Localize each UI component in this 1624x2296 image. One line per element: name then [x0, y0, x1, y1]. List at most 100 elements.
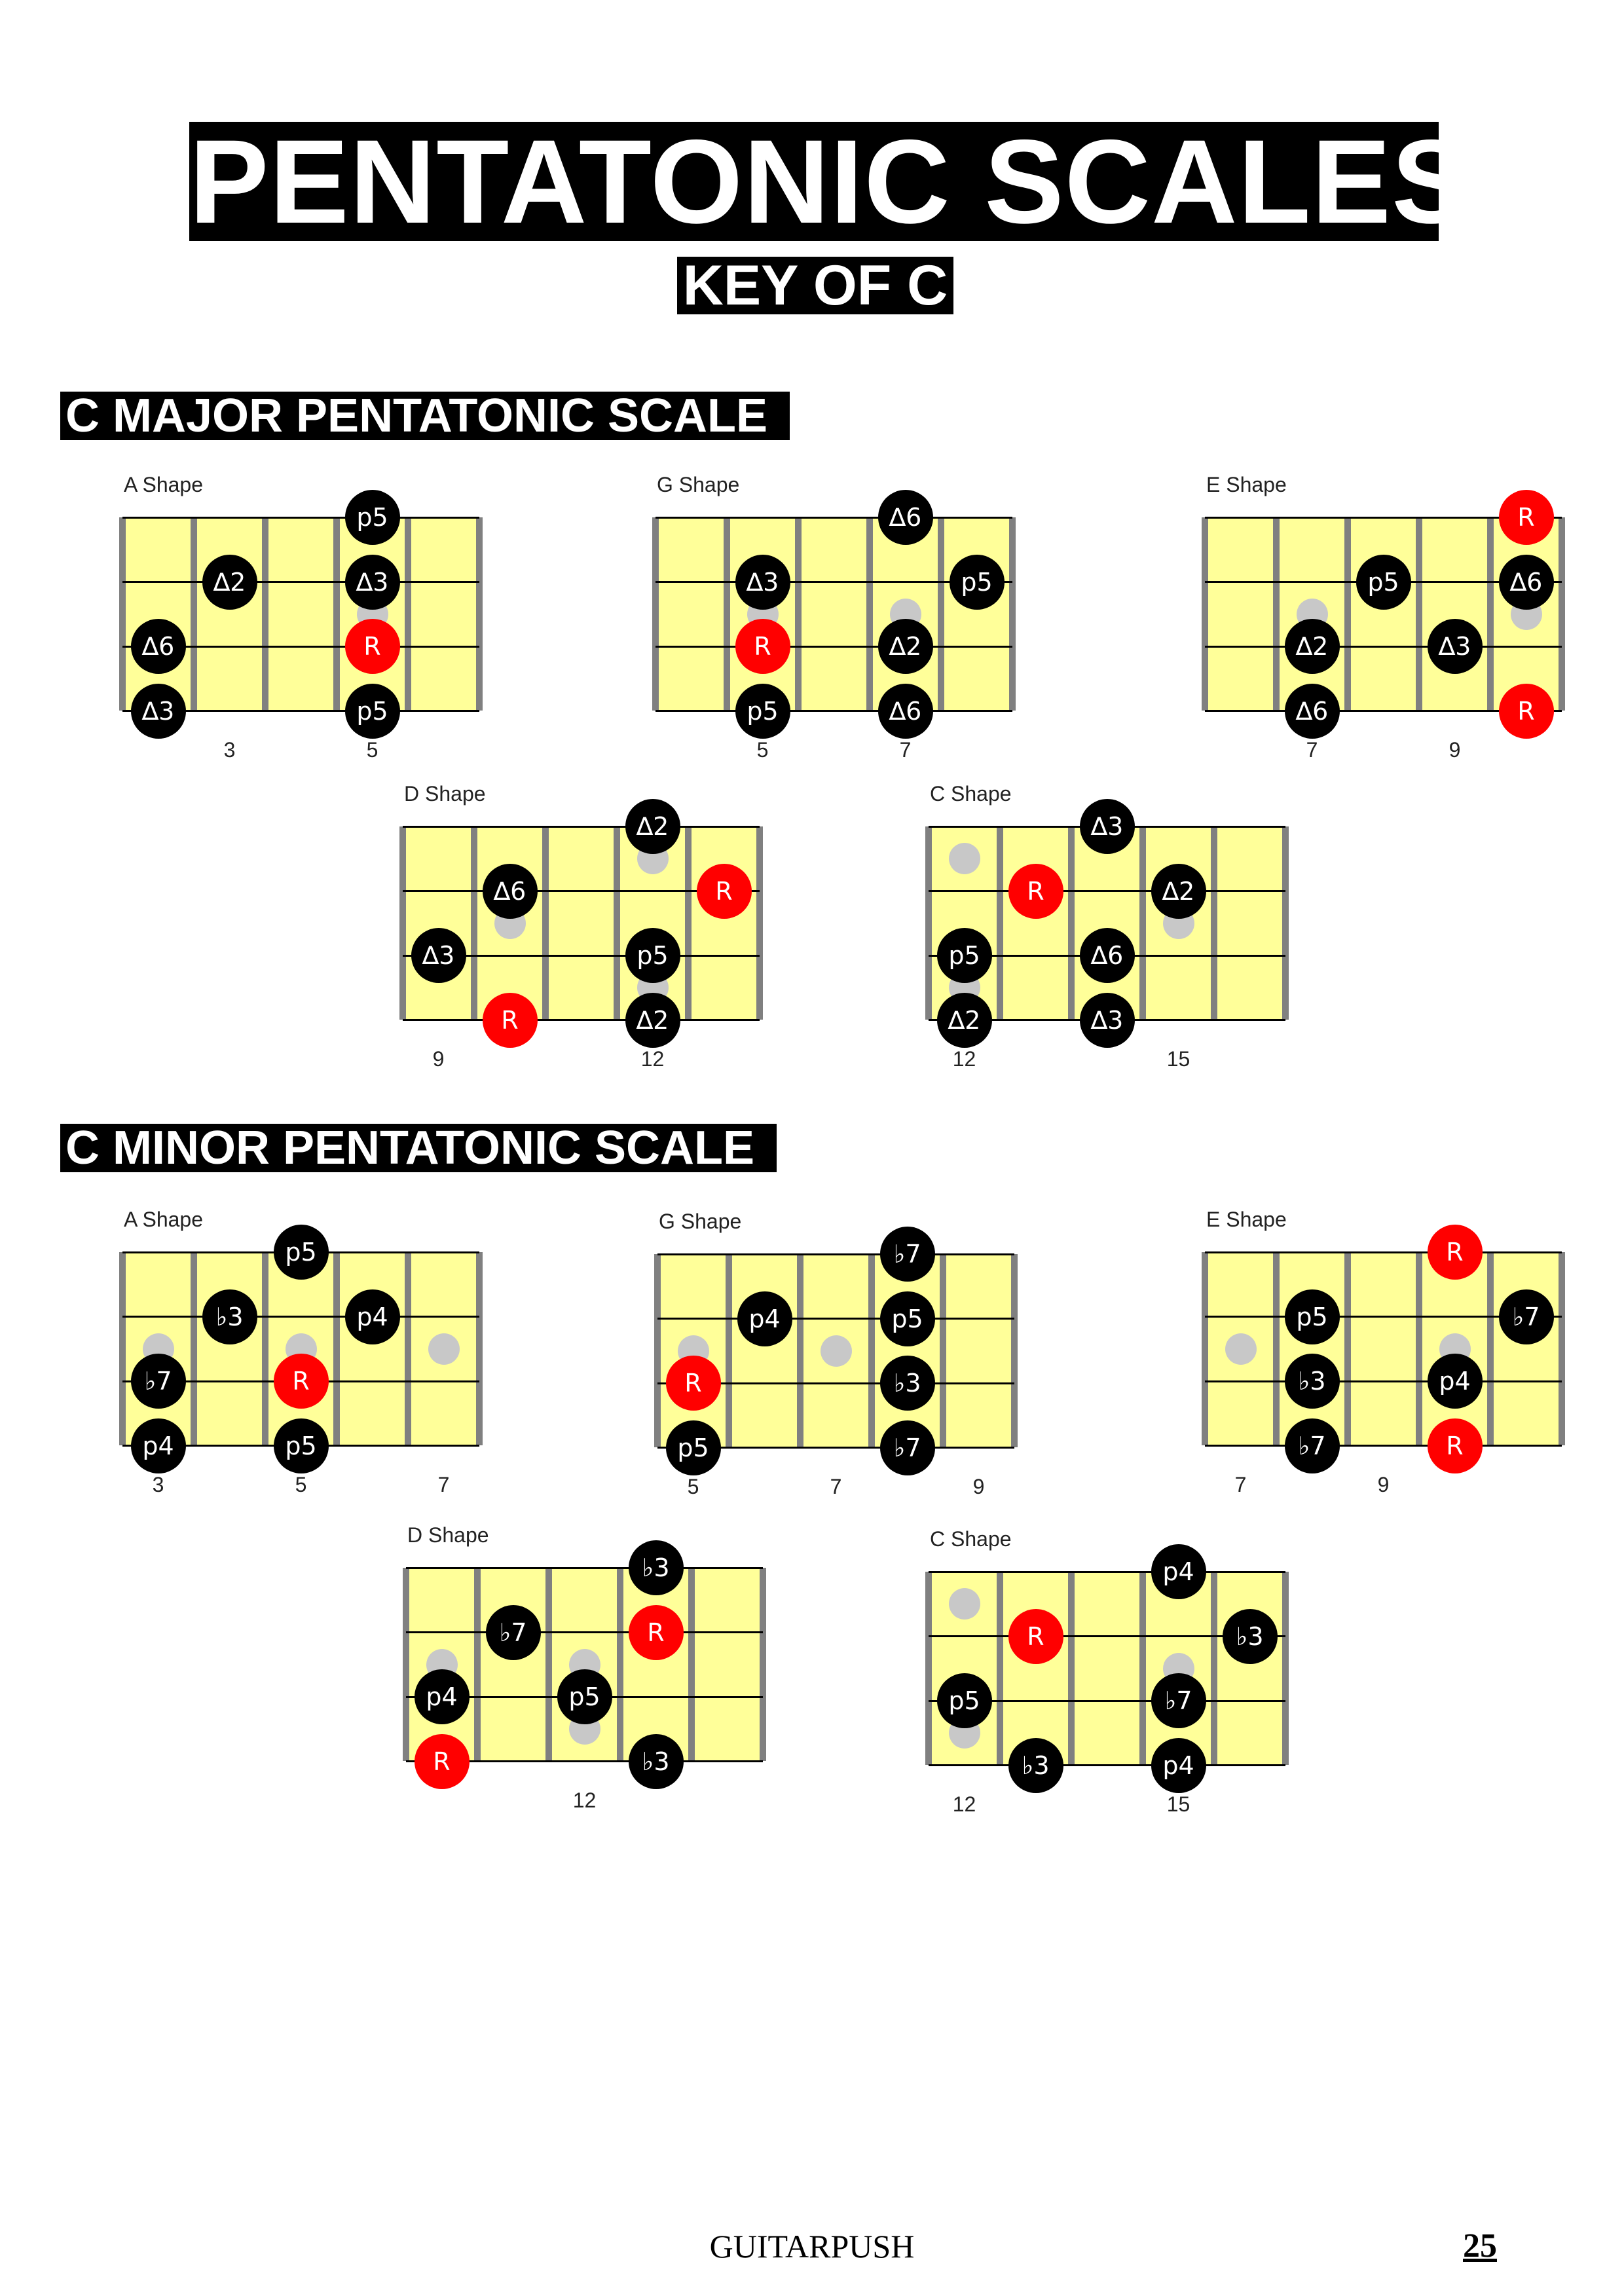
scale-note-dot: ♭7 — [879, 1420, 935, 1475]
fret-wire — [688, 1568, 695, 1761]
fret-wire — [545, 1568, 552, 1761]
fret-wire — [652, 517, 659, 711]
scale-note-dot: ♭7 — [1151, 1673, 1206, 1728]
page-title: PENTATONIC SCALES — [189, 115, 1472, 248]
fret-wire — [685, 826, 692, 1020]
root-note-dot: R — [1427, 1418, 1483, 1473]
string-line — [929, 1635, 1285, 1637]
shape-label: A Shape — [124, 473, 203, 496]
scale-note-dot: p5 — [936, 1673, 992, 1728]
ghost-dot — [948, 843, 980, 875]
fret-wire — [617, 1568, 623, 1761]
scale-note-dot: p5 — [344, 490, 400, 545]
fret-wire — [1282, 1572, 1289, 1765]
string-line — [403, 1019, 760, 1021]
fret-number: 7 — [437, 1473, 450, 1496]
scale-note-dot: ∆3 — [344, 554, 400, 610]
scale-note-dot: ∆2 — [625, 992, 680, 1048]
root-note-dot: R — [628, 1604, 684, 1660]
shape-label: G Shape — [657, 473, 740, 496]
scale-note-dot: ∆6 — [482, 863, 538, 919]
ghost-dot — [1225, 1333, 1257, 1365]
scale-note-dot: ∆3 — [1079, 992, 1135, 1048]
page-number: 25 — [1463, 2227, 1497, 2265]
string-line — [122, 516, 479, 519]
scale-note-dot: ∆6 — [1079, 928, 1135, 983]
fret-wire — [726, 1254, 732, 1447]
fretboard-background — [929, 1572, 1285, 1765]
scale-note-dot: p4 — [737, 1291, 792, 1346]
fret-number: 7 — [830, 1475, 842, 1498]
scale-note-dot: ∆2 — [877, 619, 933, 674]
string-line — [655, 516, 1012, 519]
minor-section-title: C MINOR PENTATONIC SCALE — [60, 1124, 777, 1172]
root-note-dot: R — [414, 1733, 470, 1789]
fret-wire — [1202, 517, 1208, 711]
fret-number: 3 — [152, 1473, 164, 1496]
shape-label: C Shape — [930, 782, 1012, 805]
string-line — [655, 710, 1012, 712]
fret-number: 12 — [952, 1792, 976, 1816]
scale-note-dot: p4 — [1427, 1354, 1483, 1409]
string-line — [929, 890, 1285, 892]
root-note-dot: R — [1427, 1225, 1483, 1280]
fret-number: 7 — [899, 738, 912, 762]
fret-wire — [925, 826, 932, 1020]
fret-wire — [1009, 517, 1016, 711]
fretboard-background — [655, 517, 1012, 711]
string-line — [122, 645, 479, 648]
string-line — [122, 1316, 479, 1318]
scale-note-dot: ∆2 — [1151, 863, 1206, 919]
scale-note-dot: p5 — [344, 683, 400, 739]
scale-note-dot: ∆6 — [877, 490, 933, 545]
fretboard-background — [929, 826, 1285, 1020]
shape-label: D Shape — [407, 1523, 489, 1547]
fret-wire — [866, 517, 873, 711]
string-line — [406, 1566, 763, 1569]
string-line — [403, 825, 760, 828]
string-line — [657, 1447, 1014, 1449]
scale-note-dot: ∆6 — [1284, 683, 1340, 739]
fretboard-background — [122, 517, 479, 711]
scale-note-dot: ♭3 — [1008, 1737, 1063, 1793]
scale-note-dot: ♭7 — [485, 1604, 541, 1660]
fret-number: 15 — [1166, 1047, 1190, 1071]
fret-wire — [1202, 1252, 1208, 1445]
shape-label: E Shape — [1206, 1208, 1287, 1231]
fret-wire — [1416, 517, 1422, 711]
footer-brand: GUITARPUSH — [709, 2228, 915, 2265]
scale-note-dot: ∆2 — [1284, 619, 1340, 674]
fret-number: 12 — [572, 1788, 597, 1812]
major-section-title: C MAJOR PENTATONIC SCALE — [60, 392, 790, 440]
fret-number: 3 — [223, 738, 236, 762]
string-line — [657, 1318, 1014, 1320]
string-line — [403, 954, 760, 957]
string-line — [929, 1570, 1285, 1573]
fret-wire — [399, 826, 406, 1020]
string-line — [657, 1382, 1014, 1384]
scale-note-dot: p4 — [130, 1418, 186, 1473]
string-line — [1205, 1445, 1562, 1447]
scale-note-dot: ∆6 — [130, 619, 186, 674]
fret-wire — [119, 517, 126, 711]
scale-note-dot: ∆6 — [877, 683, 933, 739]
scale-note-dot: p5 — [735, 683, 790, 739]
fret-wire — [940, 1254, 946, 1447]
fret-wire — [795, 517, 802, 711]
scale-note-dot: ♭3 — [1284, 1354, 1340, 1409]
fret-wire — [1068, 826, 1075, 1020]
fret-wire — [756, 826, 763, 1020]
shape-label: C Shape — [930, 1527, 1012, 1551]
string-line — [1205, 1316, 1562, 1318]
scale-note-dot: ∆2 — [202, 554, 257, 610]
fret-number: 12 — [640, 1047, 665, 1071]
string-line — [655, 581, 1012, 583]
fret-number: 9 — [1449, 738, 1461, 762]
fret-number: 15 — [1166, 1792, 1190, 1816]
shape-label: A Shape — [124, 1208, 203, 1231]
fret-wire — [1559, 1252, 1565, 1445]
string-line — [122, 581, 479, 583]
fret-number: 12 — [952, 1047, 976, 1071]
root-note-dot: R — [1008, 863, 1063, 919]
fret-wire — [997, 1572, 1003, 1765]
